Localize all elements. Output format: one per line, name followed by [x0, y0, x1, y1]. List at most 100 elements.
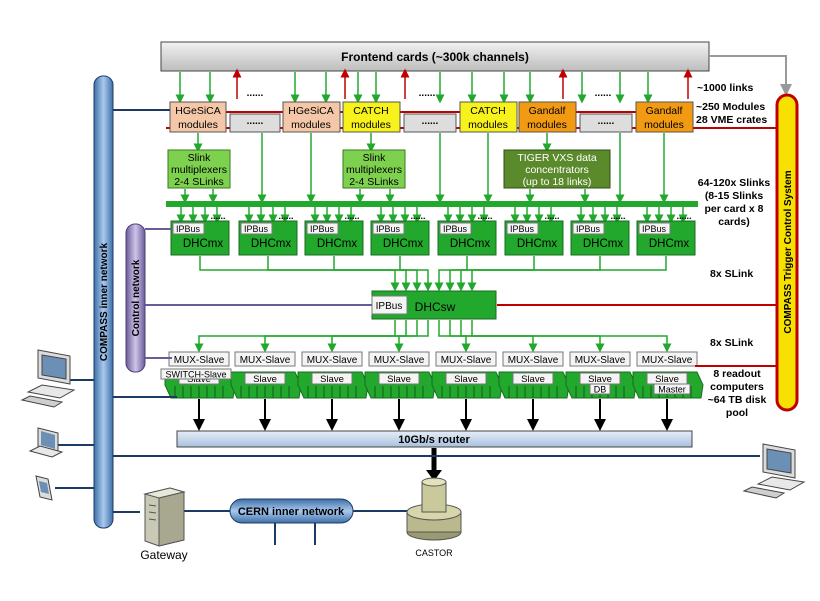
- dots-2: ......: [419, 88, 436, 99]
- module-box-2: CATCH modules: [342, 101, 401, 133]
- mux-slave-box: [435, 351, 497, 367]
- dhcmx-ipbus: IPBus: [443, 224, 468, 234]
- db-label: DB: [594, 385, 607, 395]
- db-box: [589, 383, 611, 395]
- dhcmx-label: DHCmx: [183, 238, 223, 250]
- module-box-4: Gandalf modules: [518, 101, 577, 133]
- trigger-label: COMPASS Trigger Control System: [783, 170, 794, 333]
- label-slink8-a: 8x SLink: [710, 268, 753, 280]
- dhcsw-slave-link: [260, 320, 407, 353]
- slave-label: Slave: [320, 374, 344, 385]
- slave-label-box: [445, 372, 487, 385]
- dhcsw-card: IPBus DHCsw: [371, 290, 497, 320]
- svg-text:Gandalf: Gandalf: [646, 105, 683, 117]
- svg-text:multiplexers: multiplexers: [171, 164, 227, 176]
- dhcmx-label: DHCmx: [583, 238, 623, 250]
- control-network-links: [145, 228, 372, 359]
- desktop-computer-icon: [20, 349, 76, 408]
- svg-text:Slink: Slink: [188, 152, 212, 164]
- dhcmx-ipbus: IPBus: [576, 224, 601, 234]
- dhcmx-card: IPBusDHCmx......: [437, 211, 497, 256]
- dhcmx-row: IPBusDHCmx......IPBusDHCmx......IPBusDHC…: [170, 211, 696, 256]
- castor-icon: [406, 477, 462, 541]
- mux-slave-row: MUX-SlaveSlaveMUX-SlaveSlaveMUX-SlaveSla…: [160, 351, 704, 431]
- dhcmx-dots: ......: [477, 211, 492, 221]
- mux-slave-label: MUX-Slave: [240, 355, 291, 366]
- dhcmx-dots: ......: [676, 211, 691, 221]
- mux-slave-box: [234, 351, 296, 367]
- tiger-concentrator: TIGER VXS data concentrators (up to 18 l…: [503, 149, 611, 189]
- trigger-links: [497, 304, 777, 367]
- svg-text:CATCH: CATCH: [470, 105, 505, 117]
- dhcsw-ipbus: IPBus: [376, 301, 403, 312]
- dhcmx-card: IPBusDHCmx......: [370, 211, 430, 256]
- label-readout-2: computers: [710, 381, 764, 393]
- slave-label-box: [512, 372, 554, 385]
- dots-4: ......: [247, 116, 264, 127]
- slave-label: Slave: [655, 374, 679, 385]
- trigger-control-system: COMPASS Trigger Control System: [775, 93, 799, 412]
- slink-mux-1: Slink multiplexers 2-4 SLinks: [342, 149, 406, 189]
- label-slinks-3: per card x 8: [705, 203, 764, 215]
- dhcmx-ipbus: IPBus: [176, 224, 201, 234]
- svg-text:modules: modules: [351, 119, 391, 131]
- mux-slave-label: MUX-Slave: [441, 355, 492, 366]
- mux-slave-box: [569, 351, 631, 367]
- svg-text:(up to 18 links): (up to 18 links): [523, 176, 592, 188]
- module-stack-c: [579, 113, 633, 133]
- router-label: 10Gb/s router: [398, 434, 470, 446]
- dhcsw-slave-link: [471, 320, 672, 353]
- label-readout-3: ~64 TB disk: [708, 394, 767, 406]
- frontend-trigger-arrow: [709, 55, 792, 96]
- router-castor-arrowhead: [426, 470, 442, 481]
- module-box-0: HGeSiCA modules: [169, 101, 227, 133]
- svg-text:2-4 SLinks: 2-4 SLinks: [174, 176, 224, 188]
- label-readout-1: 8 readout: [713, 368, 761, 380]
- mux-slave-box: [636, 351, 698, 367]
- gateway-label: Gateway: [140, 548, 187, 562]
- module-links: [193, 133, 552, 153]
- dhcmx-dhcsw-link: [434, 256, 468, 292]
- dhcmx-ipbus: IPBus: [510, 224, 535, 234]
- switch-slave-label: SWITCH-Slave: [165, 370, 226, 380]
- module-row: HGeSiCA modules HGeSiCA modules CATCH mo…: [169, 88, 694, 133]
- dhcmx-dots: ......: [410, 211, 425, 221]
- dots-3: ......: [595, 88, 612, 99]
- right-labels: ~1000 links ~250 Modules 28 VME crates 6…: [696, 82, 770, 419]
- dhcmx-ipbus: IPBus: [642, 224, 667, 234]
- dhcsw-slave-link: [194, 320, 396, 353]
- switch-slave-box: [160, 368, 232, 380]
- dhcmx-label: DHCmx: [317, 238, 357, 250]
- dots-5: ......: [422, 116, 439, 127]
- slave-label-box: [244, 372, 286, 385]
- mux-slave-label: MUX-Slave: [307, 355, 358, 366]
- dhcmx-dots: ......: [344, 211, 359, 221]
- router: 10Gb/s router: [176, 430, 693, 448]
- handheld-icon: [35, 475, 53, 501]
- label-slinks-4: cards): [718, 216, 750, 228]
- svg-text:Slink: Slink: [363, 152, 387, 164]
- dhcmx-dots: ......: [544, 211, 559, 221]
- dhcmx-dhcsw-link: [445, 256, 535, 292]
- dhcmx-label: DHCmx: [251, 238, 291, 250]
- svg-text:modules: modules: [527, 119, 567, 131]
- mux-slave-label: MUX-Slave: [642, 355, 693, 366]
- svg-text:TIGER VXS data: TIGER VXS data: [517, 152, 597, 164]
- slave-label: Slave: [253, 374, 277, 385]
- dhcsw-slave-link: [460, 320, 605, 353]
- svg-text:modules: modules: [644, 119, 684, 131]
- label-slinks-2: (8-15 Slinks: [705, 190, 764, 202]
- label-slink8-b: 8x SLink: [710, 337, 753, 349]
- dhcmx-dhcsw-link: [199, 256, 400, 292]
- cern-network: CERN inner network: [183, 498, 410, 545]
- laptop-icon: [28, 427, 64, 458]
- dhcsw-label: DHCsw: [415, 300, 456, 314]
- dhcmx-dots: ......: [278, 211, 293, 221]
- module-box-3: CATCH modules: [459, 101, 518, 133]
- dhcmx-dots: ......: [610, 211, 625, 221]
